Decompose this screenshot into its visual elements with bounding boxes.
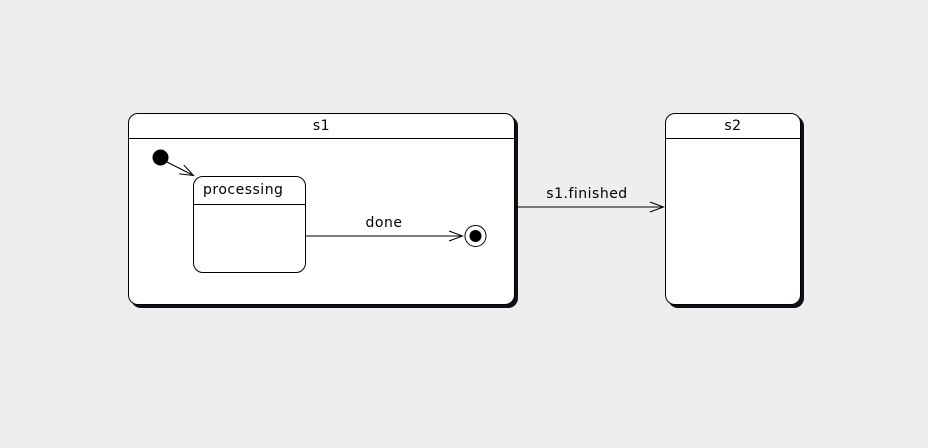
transition-done-label: done <box>365 215 403 231</box>
state-s1[interactable]: s1 <box>128 113 515 305</box>
state-s1-title: s1 <box>129 114 514 139</box>
state-processing-title: processing <box>194 177 305 205</box>
transition-s1-finished-label: s1.finished <box>546 186 628 202</box>
state-s2[interactable]: s2 <box>665 113 801 305</box>
state-s2-title: s2 <box>666 114 800 139</box>
state-processing[interactable]: processing <box>193 176 306 273</box>
